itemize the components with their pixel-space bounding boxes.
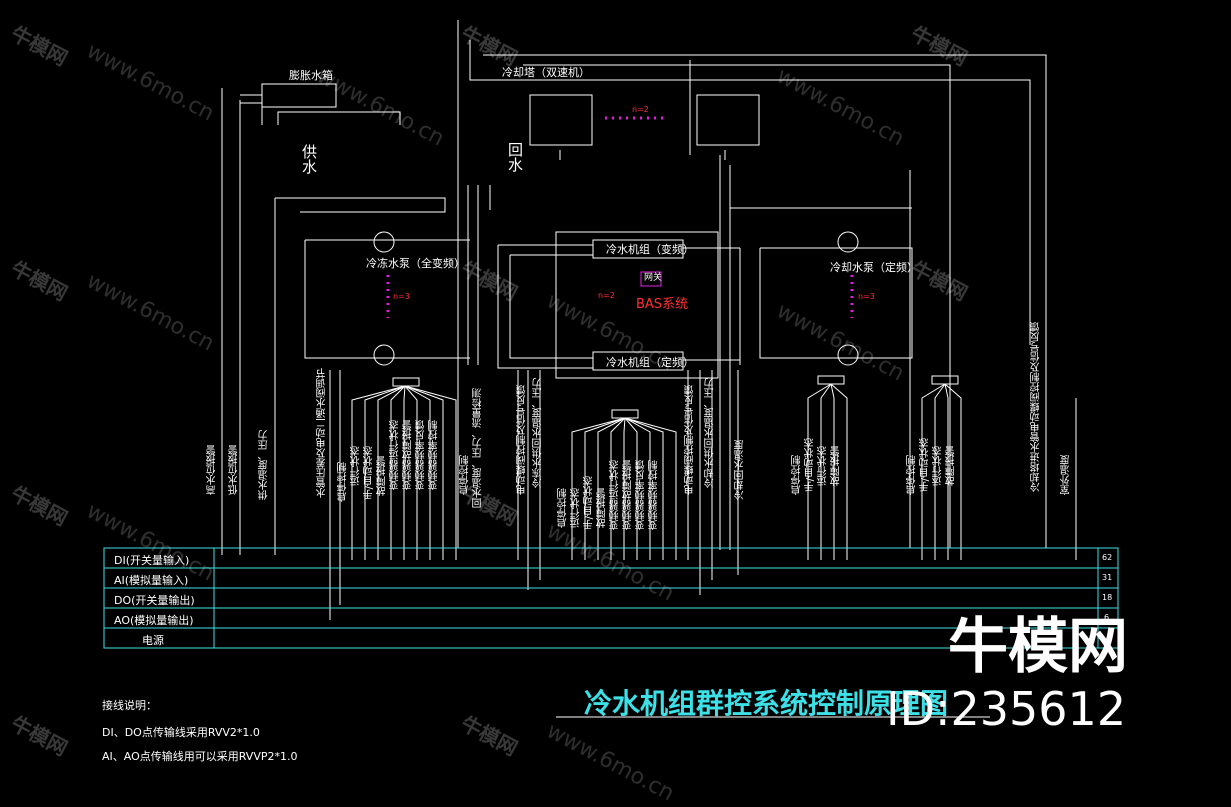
io-row-label: DO(开关量输出) xyxy=(114,594,195,607)
n-count-label: n=3 xyxy=(858,292,875,301)
brand-watermark: 牛模网 xyxy=(948,612,1128,682)
io-row-count: 62 xyxy=(1102,553,1113,562)
signal-label: 故障报警 xyxy=(597,488,608,528)
signal-label: 变频器频率反馈 xyxy=(416,420,427,490)
cooling-tower-label: 冷却塔（双速机） xyxy=(502,66,590,79)
signal-label: 室外温度 xyxy=(1061,455,1072,495)
signal-label: 运行状态 xyxy=(818,446,829,486)
signal-label: 回水温度、压力、流量检测 xyxy=(473,388,484,508)
signal-label: 变频器频率控制 xyxy=(429,420,440,490)
signal-label: 冷冻水供回水温度、压力 xyxy=(533,378,544,488)
signal-label: 低水位报警 xyxy=(229,445,240,495)
signal-label: 手/自动状态 xyxy=(584,476,595,530)
signal-label: 电动蝶阀控制及信号反馈 xyxy=(685,385,696,495)
io-table-grid xyxy=(103,547,1119,649)
signal-label: 供水温度、压力 xyxy=(259,430,270,500)
io-row-label: AO(模拟量输出) xyxy=(114,614,194,627)
signal-label: 运行状态 xyxy=(571,488,582,528)
bas-label: BAS系统 xyxy=(636,297,689,312)
wiring-notes-line2: AI、AO点传输线用可以采用RVVP2*1.0 xyxy=(102,750,298,763)
signal-label: 故障报警 xyxy=(831,446,842,486)
diagram-title: 冷水机组群控系统控制原理图 xyxy=(584,687,949,720)
signal-label: 变频器运行状态 xyxy=(610,460,621,530)
io-row-count: 31 xyxy=(1102,573,1113,582)
supply-label: 供水 xyxy=(302,143,318,176)
signal-label: 冷却塔进水管电动蝶阀控制及信号反馈 xyxy=(1031,322,1042,492)
chiller-fixed-label: 冷水机组（定频） xyxy=(606,356,694,369)
signal-label: 变频器运行状态 xyxy=(390,420,401,490)
n-count-label: n=2 xyxy=(598,291,615,300)
io-row-label: AI(模拟量输入) xyxy=(114,574,189,587)
signal-label: 运行状态 xyxy=(933,446,944,486)
signal-label: 高水位报警 xyxy=(207,445,218,495)
signal-label: 变频器故障报警 xyxy=(403,420,414,490)
signal-label: 故障报警 xyxy=(377,456,388,496)
signal-label: 故障报警 xyxy=(946,446,957,486)
signal-label: 启停控制 xyxy=(907,455,918,495)
signal-label: 冷却回水温度 xyxy=(735,440,746,500)
signal-label: 启停控制 xyxy=(338,462,349,502)
signal-label: 启停控制 xyxy=(460,455,471,495)
wiring-notes-heading: 接线说明： xyxy=(102,699,157,712)
signal-label: 启停控制 xyxy=(558,488,569,528)
n-count-label: n=3 xyxy=(393,292,410,301)
signal-label: 水管压差及电动二通水阀调节 xyxy=(317,368,328,498)
io-row-label: DI(开关量输入) xyxy=(114,554,190,567)
chiller-vfd-label: 冷水机组（变频） xyxy=(606,243,694,256)
signal-label: 电动蝶阀控制及信号反馈 xyxy=(517,385,528,495)
chw-pump-label: 冷冻水泵（全变频） xyxy=(366,257,465,270)
io-row-count: 6 xyxy=(1104,613,1110,622)
n-count-label: n=2 xyxy=(632,105,649,114)
diagram-canvas: 牛模网 牛模网 牛模网 牛模网 牛模网 牛模网 牛模网 牛模网 牛模网 牛模网 … xyxy=(7,20,1128,807)
io-row-count: 18 xyxy=(1102,593,1113,602)
signal-label: 启停控制 xyxy=(792,455,803,495)
gateway-label: 网关 xyxy=(644,273,663,283)
io-row-label: 电源 xyxy=(142,634,164,647)
id-watermark: ID:235612 xyxy=(886,682,1127,736)
schematic-lines xyxy=(103,20,1119,718)
signal-label: 手/自动状态 xyxy=(364,446,375,500)
signal-label: 手/自动状态 xyxy=(805,438,816,492)
expansion-tank-shape xyxy=(261,83,337,108)
return-label: 回水 xyxy=(508,141,524,174)
signal-label: 手/自动状态 xyxy=(920,438,931,492)
wiring-notes-line1: DI、DO点传输线采用RVV2*1.0 xyxy=(102,726,260,739)
signal-label: 运行状态 xyxy=(351,446,362,486)
signal-label: 变频器故障报警 xyxy=(623,460,634,530)
expansion-tank-label: 膨胀水箱 xyxy=(289,69,333,82)
signal-label: 冷却水供回水温度、压力 xyxy=(705,378,716,488)
cw-pump-label: 冷却水泵（定频） xyxy=(830,261,918,274)
signal-label: 变频器频率控制 xyxy=(649,460,660,530)
signal-label: 变频器频率反馈 xyxy=(636,460,647,530)
